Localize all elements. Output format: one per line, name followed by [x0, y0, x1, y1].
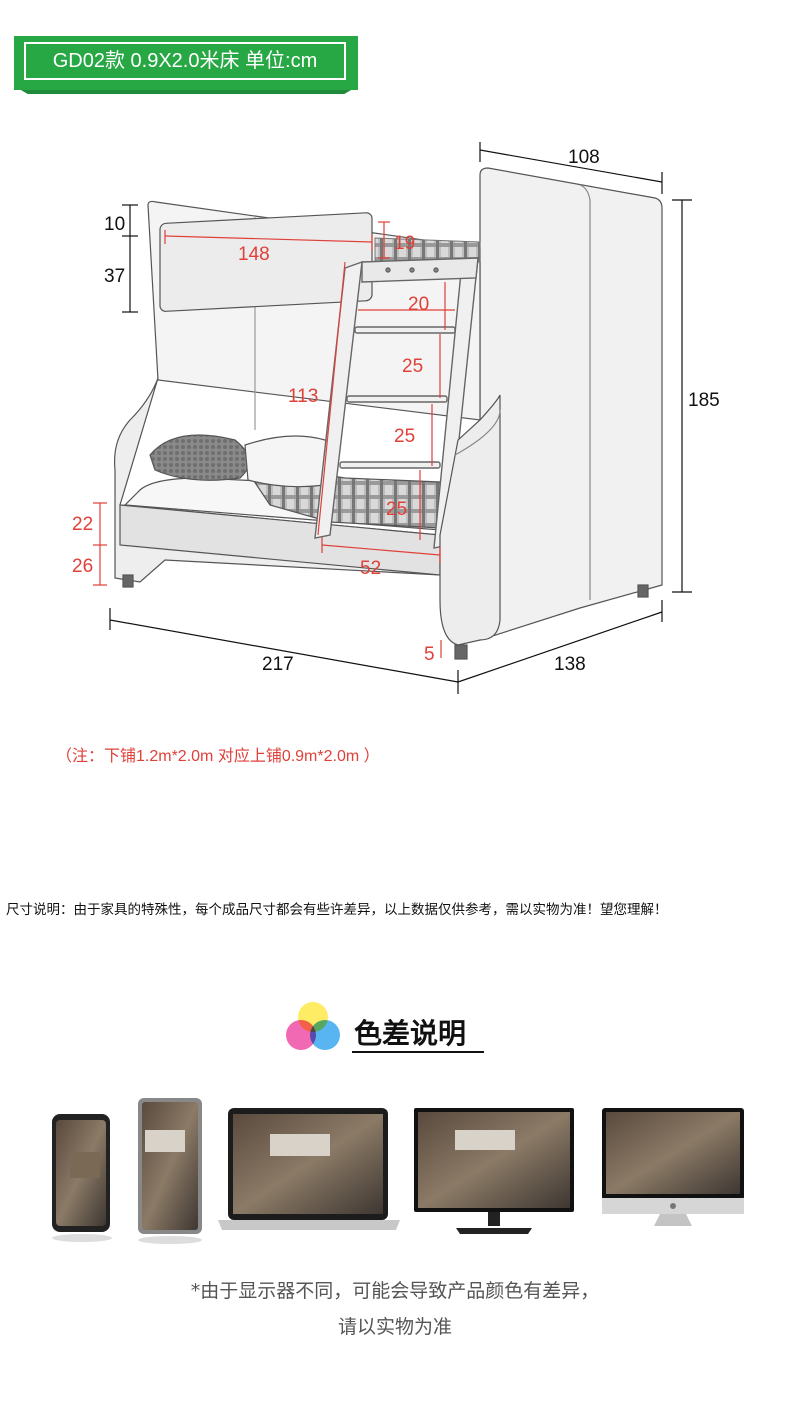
dim-guard-height: 19 — [394, 233, 415, 254]
dim-upper-height: 113 — [288, 386, 318, 407]
right-tall-panel — [479, 167, 663, 641]
banner-box: GD02款 0.9X2.0米床 单位:cm — [14, 36, 358, 90]
dim-ladder-step-1: 25 — [402, 356, 423, 377]
color-circles-icon — [286, 1000, 342, 1056]
title-banner: GD02款 0.9X2.0米床 单位:cm — [14, 36, 358, 94]
dim-ladder-top-step: 20 — [408, 294, 429, 315]
right-lower-side — [439, 394, 501, 646]
lower-frame — [113, 377, 649, 660]
banner-text: GD02款 0.9X2.0米床 单位:cm — [24, 42, 346, 80]
dim-foot-height: 5 — [424, 644, 435, 665]
disclaimer-line-2: 请以实物为准 — [337, 1316, 452, 1338]
title-underline — [352, 1051, 484, 1053]
dim-ladder-step-2: 25 — [394, 426, 415, 447]
dim-ladder-width: 52 — [360, 558, 381, 579]
devices-row — [52, 1098, 744, 1244]
tablet-icon — [138, 1098, 202, 1244]
dim-guard-length: 148 — [238, 244, 270, 265]
disclaimer-line-1: *由于显示器不同，可能会导致产品颜色有差异， — [190, 1280, 600, 1302]
upper-mattress — [374, 237, 481, 263]
phone-icon — [52, 1114, 112, 1242]
size-explanation: 尺寸说明：由于家具的特殊性，每个成品尺寸都会有些许差异，以上数据仅供参考，需以实… — [6, 902, 668, 918]
dim-headboard-top: 10 — [104, 214, 125, 235]
dim-top-width: 108 — [568, 147, 600, 168]
imac-icon — [602, 1108, 744, 1226]
dim-length: 217 — [262, 654, 294, 675]
dim-headboard-panel: 37 — [104, 266, 125, 287]
dim-lower-clearance: 26 — [72, 556, 93, 577]
banner-ribbon — [14, 86, 358, 94]
laptop-icon — [218, 1108, 400, 1230]
bunk-bed-diagram: 108 185 10 37 217 138 148 19 20 25 25 25… — [72, 142, 720, 694]
monitor-icon — [414, 1108, 574, 1234]
ladder — [314, 257, 479, 549]
color-diff-title: 色差说明 — [354, 1017, 467, 1050]
bed-size-note: （注：下铺1.2m*2.0m 对应上铺0.9m*2.0m ） — [56, 748, 380, 765]
red-dimension-lines — [93, 221, 455, 658]
dim-height-total: 185 — [688, 390, 720, 411]
black-dimension-lines — [109, 142, 692, 694]
dim-depth: 138 — [554, 654, 586, 675]
dim-lower-side: 22 — [72, 514, 93, 535]
dim-ladder-step-3: 25 — [386, 499, 407, 520]
